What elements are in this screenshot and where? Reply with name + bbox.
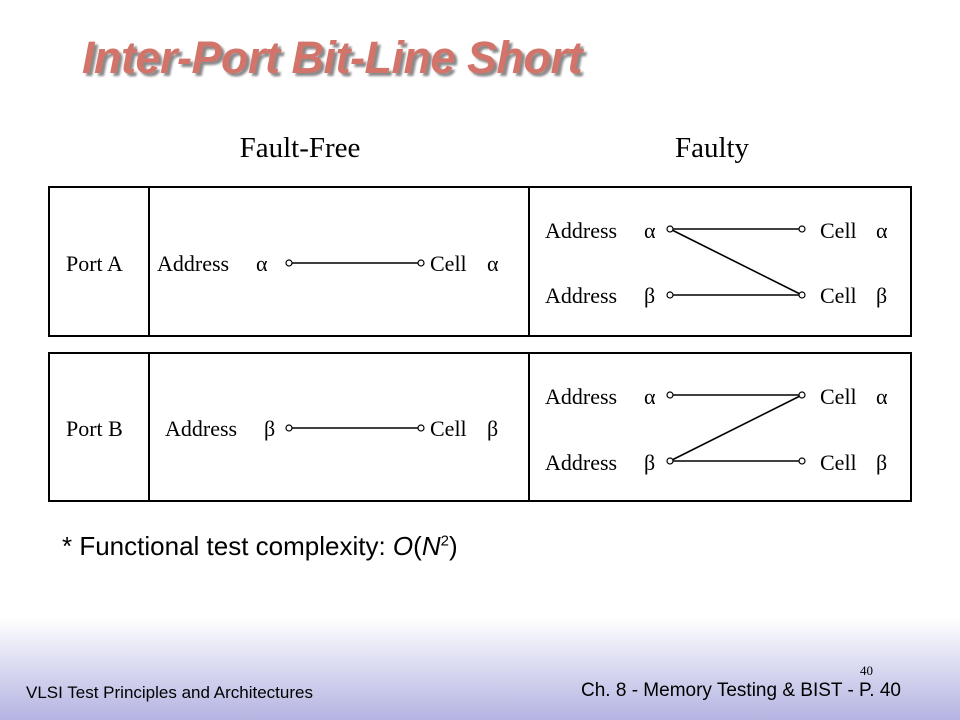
complexity-function: O [392,531,414,561]
footer-chapter-page: Ch. 8 - Memory Testing & BIST - P. 40 [581,680,901,701]
port-a-label: Port A [66,251,123,276]
fy-a-address-beta-node [666,291,674,299]
ff-a-address-alpha: α [256,251,268,276]
ff-b-cell-node [417,424,425,432]
ff-a-cell-label: Cell [430,251,467,276]
ff-a-cell-alpha: α [487,251,499,276]
fy-b-short-wire [669,394,803,462]
ff-b-address-node [285,424,293,432]
ff-a-address-label: Address [157,251,229,276]
fy-b-address-beta-sym: β [644,450,655,475]
fy-b-cell-beta-sym: β [876,450,887,475]
complexity-text: * Functional test complexity: [62,531,393,561]
ff-b-cell-label: Cell [430,416,467,441]
footer-band [0,618,960,720]
fy-b-address-alpha-sym: α [644,384,656,409]
port-a-frame [48,186,912,337]
slide-title: Inter-Port Bit-Line Short [82,32,582,83]
ff-b-address-label: Address [165,416,237,441]
fy-b-cell-alpha-sym: α [876,384,888,409]
fy-a-cell-beta-node [798,291,806,299]
port-a-table: Port A Address α Cell α Address α Addres… [48,186,912,337]
complexity-argument: N [421,531,441,561]
fy-a-cell-alpha-node [798,225,806,233]
fy-b-address-beta-label: Address [545,450,617,475]
footer-course-title: VLSI Test Principles and Architectures [26,683,313,702]
fy-a-address-beta-sym: β [644,283,655,308]
fy-b-cell-beta-label: Cell [820,450,857,475]
fy-a-cell-beta-sym: β [876,283,887,308]
fy-a-address-alpha-node [666,225,674,233]
fy-b-address-beta-node [666,457,674,465]
ff-a-address-node [285,259,293,267]
ff-b-address-beta: β [264,416,275,441]
port-b-label: Port B [66,416,123,441]
fy-a-address-alpha-sym: α [644,218,656,243]
fy-b-cell-beta-node [798,457,806,465]
complexity-exponent: 2 [440,532,449,550]
fy-a-address-alpha-label: Address [545,218,617,243]
fy-a-cell-beta-label: Cell [820,283,857,308]
ff-b-cell-beta: β [487,416,498,441]
page-number-small: 40 [860,663,873,678]
header-fault-free: Fault-Free [240,132,361,164]
fy-b-cell-alpha-label: Cell [820,384,857,409]
complexity-bullet: * Functional test complexity: O(N2) [62,531,458,561]
fy-b-address-alpha-node [666,391,674,399]
ff-a-cell-node [417,259,425,267]
header-faulty: Faulty [675,132,750,164]
fy-b-cell-alpha-node [798,391,806,399]
fy-b-address-alpha-label: Address [545,384,617,409]
port-b-table: Port B Address β Cell β Address α Addres… [48,352,912,502]
fy-a-short-wire [669,228,803,296]
fy-a-cell-alpha-sym: α [876,218,888,243]
port-b-frame [48,352,912,502]
fy-a-address-beta-label: Address [545,283,617,308]
fy-a-cell-alpha-label: Cell [820,218,857,243]
